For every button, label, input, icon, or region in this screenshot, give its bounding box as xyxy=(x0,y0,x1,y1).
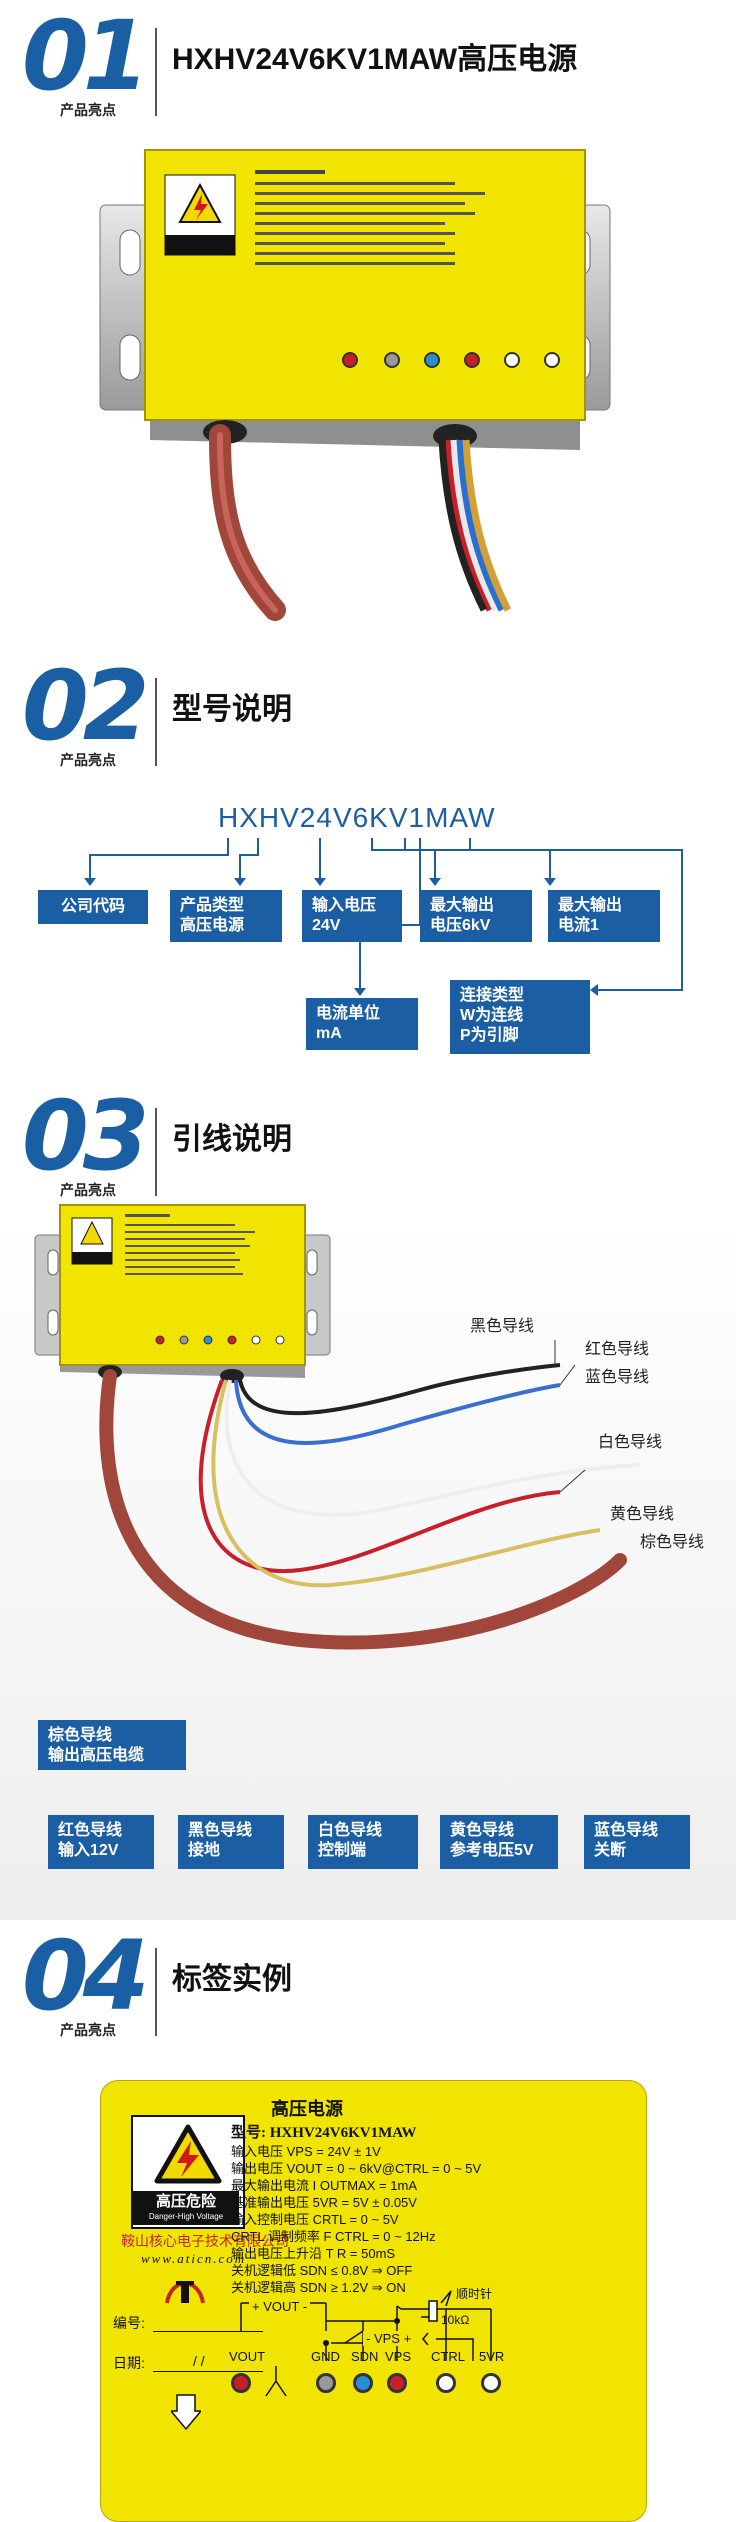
section-subtitle: 产品亮点 xyxy=(60,1182,116,1198)
circuit-diagram xyxy=(240,2290,492,2397)
wire-label-black: 黑色导线 xyxy=(470,1318,535,1335)
wire-box-white: 白色导线 控制端 xyxy=(308,1815,418,1869)
section-02: 02 产品亮点 型号说明 HXHV24V6KV1MAW 公司代码 产品类型 xyxy=(0,650,736,1080)
section-header: 02 产品亮点 型号说明 xyxy=(0,650,736,780)
spec-line: 输出电压 VOUT = 0 ~ 6kV@CTRL = 0 ~ 5V xyxy=(231,2161,482,2176)
section-number: 04 xyxy=(22,1920,150,2032)
wire-label-brown: 棕色导线 xyxy=(640,1534,705,1551)
terminal-vout xyxy=(231,2373,251,2393)
date-label: 日期: xyxy=(113,2355,145,2371)
model-connector-lines xyxy=(84,838,683,996)
company-logo-icon xyxy=(165,2281,205,2304)
date-slashes: / / xyxy=(193,2353,205,2369)
divider xyxy=(155,678,157,766)
wire-label-blue: 蓝色导线 xyxy=(585,1369,650,1386)
company-name: 鞍山核心电子技术有限公司 xyxy=(121,2233,289,2249)
section-subtitle: 产品亮点 xyxy=(60,2022,116,2038)
wire-label-red: 红色导线 xyxy=(585,1341,650,1358)
wire-box-red: 红色导线 输入12V xyxy=(48,1815,154,1869)
output-arrow-icon xyxy=(171,2394,201,2431)
danger-text-cn: 高压危险 xyxy=(155,2193,216,2210)
terminal-label-sdn: SDN xyxy=(351,2349,379,2364)
section-number: 02 xyxy=(22,650,150,762)
spec-line: 输出电压上升沿 T R = 50mS xyxy=(231,2246,396,2261)
section-title: 引线说明 xyxy=(172,1123,292,1156)
spec-line: 最大输出电流 I OUTMAX = 1mA xyxy=(231,2178,417,2193)
spec-line: 关机逻辑高 SDN ≥ 1.2V ⇒ ON xyxy=(231,2280,406,2295)
product-photo xyxy=(99,149,611,621)
label-model: 型号: HXHV24V6KV1MAW xyxy=(231,2125,417,2141)
spec-line: 基准输出电压 5VR = 5V ± 0.05V xyxy=(231,2195,417,2210)
terminal-label-5vr: 5VR xyxy=(479,2349,505,2364)
terminal-ctrl xyxy=(436,2373,456,2393)
terminal-gnd xyxy=(316,2373,336,2393)
section-subtitle: 产品亮点 xyxy=(60,102,116,118)
resistor-label: 10kΩ xyxy=(441,2313,470,2327)
spec-line: 关机逻辑低 SDN ≤ 0.8V ⇒ OFF xyxy=(231,2263,413,2278)
section-header: 01 产品亮点 HXHV24V6KV1MAW高压电源 xyxy=(0,0,736,130)
section-number: 01 xyxy=(22,0,150,112)
date-line xyxy=(153,2371,263,2372)
terminal-label-vout: VOUT xyxy=(229,2349,266,2364)
clockwise-label: 顺时针 xyxy=(456,2287,493,2301)
section-title: 标签实例 xyxy=(172,1963,292,1996)
spec-line: CRTL 调制频率 F CTRL = 0 ~ 12Hz xyxy=(231,2229,436,2244)
model-code: HXHV24V6KV1MAW xyxy=(218,802,496,833)
serial-label: 编号: xyxy=(113,2315,145,2331)
terminal-5vr xyxy=(481,2373,501,2393)
wire-box-yellow: 黄色导线 参考电压5V xyxy=(440,1815,558,1869)
high-voltage-warning-icon xyxy=(154,2124,222,2184)
wire-box-blue: 蓝色导线 关断 xyxy=(584,1815,690,1869)
spec-line: 输入控制电压 CRTL = 0 ~ 5V xyxy=(231,2212,399,2227)
divider xyxy=(155,1948,157,2036)
section-number: 03 xyxy=(22,1080,150,1192)
danger-text-en: Danger-High Voltage xyxy=(148,2212,224,2221)
terminal-label-gnd: GND xyxy=(311,2349,340,2364)
label-header: 高压电源 xyxy=(271,2099,343,2119)
section-03: 03 产品亮点 引线说明 xyxy=(0,1080,736,1920)
wire-box-brown: 棕色导线 输出高压电缆 xyxy=(38,1720,186,1770)
label-example: 高压危险 Danger-High Voltage 鞍山核心电子技术有限公司 ww… xyxy=(100,2080,647,2522)
website: www.aticn.com xyxy=(141,2251,247,2266)
section-header: 03 产品亮点 引线说明 xyxy=(0,1080,736,1210)
section-title: HXHV24V6KV1MAW高压电源 xyxy=(172,43,578,76)
section-title: 型号说明 xyxy=(172,693,292,726)
model-box-current-unit: 电流单位 mA xyxy=(306,998,418,1050)
terminal-sdn xyxy=(353,2373,373,2393)
model-box-company: 公司代码 xyxy=(38,890,148,924)
model-box-input-voltage: 输入电压 24V xyxy=(302,890,402,942)
divider xyxy=(155,28,157,116)
wire-box-black: 黑色导线 接地 xyxy=(178,1815,284,1869)
wire-label-yellow: 黄色导线 xyxy=(610,1506,675,1523)
serial-line xyxy=(153,2331,263,2332)
section-subtitle: 产品亮点 xyxy=(60,752,116,768)
vps-bracket-label: - VPS + xyxy=(363,2331,415,2346)
danger-badge: 高压危险 Danger-High Voltage xyxy=(131,2115,245,2229)
vout-bracket-label: + VOUT - xyxy=(249,2299,311,2314)
wiring-photo xyxy=(34,1204,641,1650)
terminal-label-vps: VPS xyxy=(385,2349,412,2364)
model-box-type: 产品类型 高压电源 xyxy=(170,890,282,942)
section-01: 01 产品亮点 HXHV24V6KV1MAW高压电源 xyxy=(0,0,736,650)
model-box-max-voltage: 最大输出 电压6kV xyxy=(420,890,532,942)
section-04: 04 产品亮点 标签实例 高压危险 Danger-High Voltage 鞍山… xyxy=(0,1920,736,2522)
spec-list: 输入电压 VPS = 24V ± 1V 输出电压 VOUT = 0 ~ 6kV@… xyxy=(231,2143,481,2296)
spec-line: 输入电压 VPS = 24V ± 1V xyxy=(231,2144,381,2159)
section-header: 04 产品亮点 标签实例 xyxy=(0,1920,736,2050)
terminal-label-ctrl: CTRL xyxy=(431,2349,465,2364)
terminal-vps xyxy=(387,2373,407,2393)
model-box-max-current: 最大输出 电流1 xyxy=(548,890,660,942)
model-box-connection-type: 连接类型 W为连线 P为引脚 xyxy=(450,980,590,1054)
wire-label-white: 白色导线 xyxy=(598,1434,663,1451)
divider xyxy=(155,1108,157,1196)
